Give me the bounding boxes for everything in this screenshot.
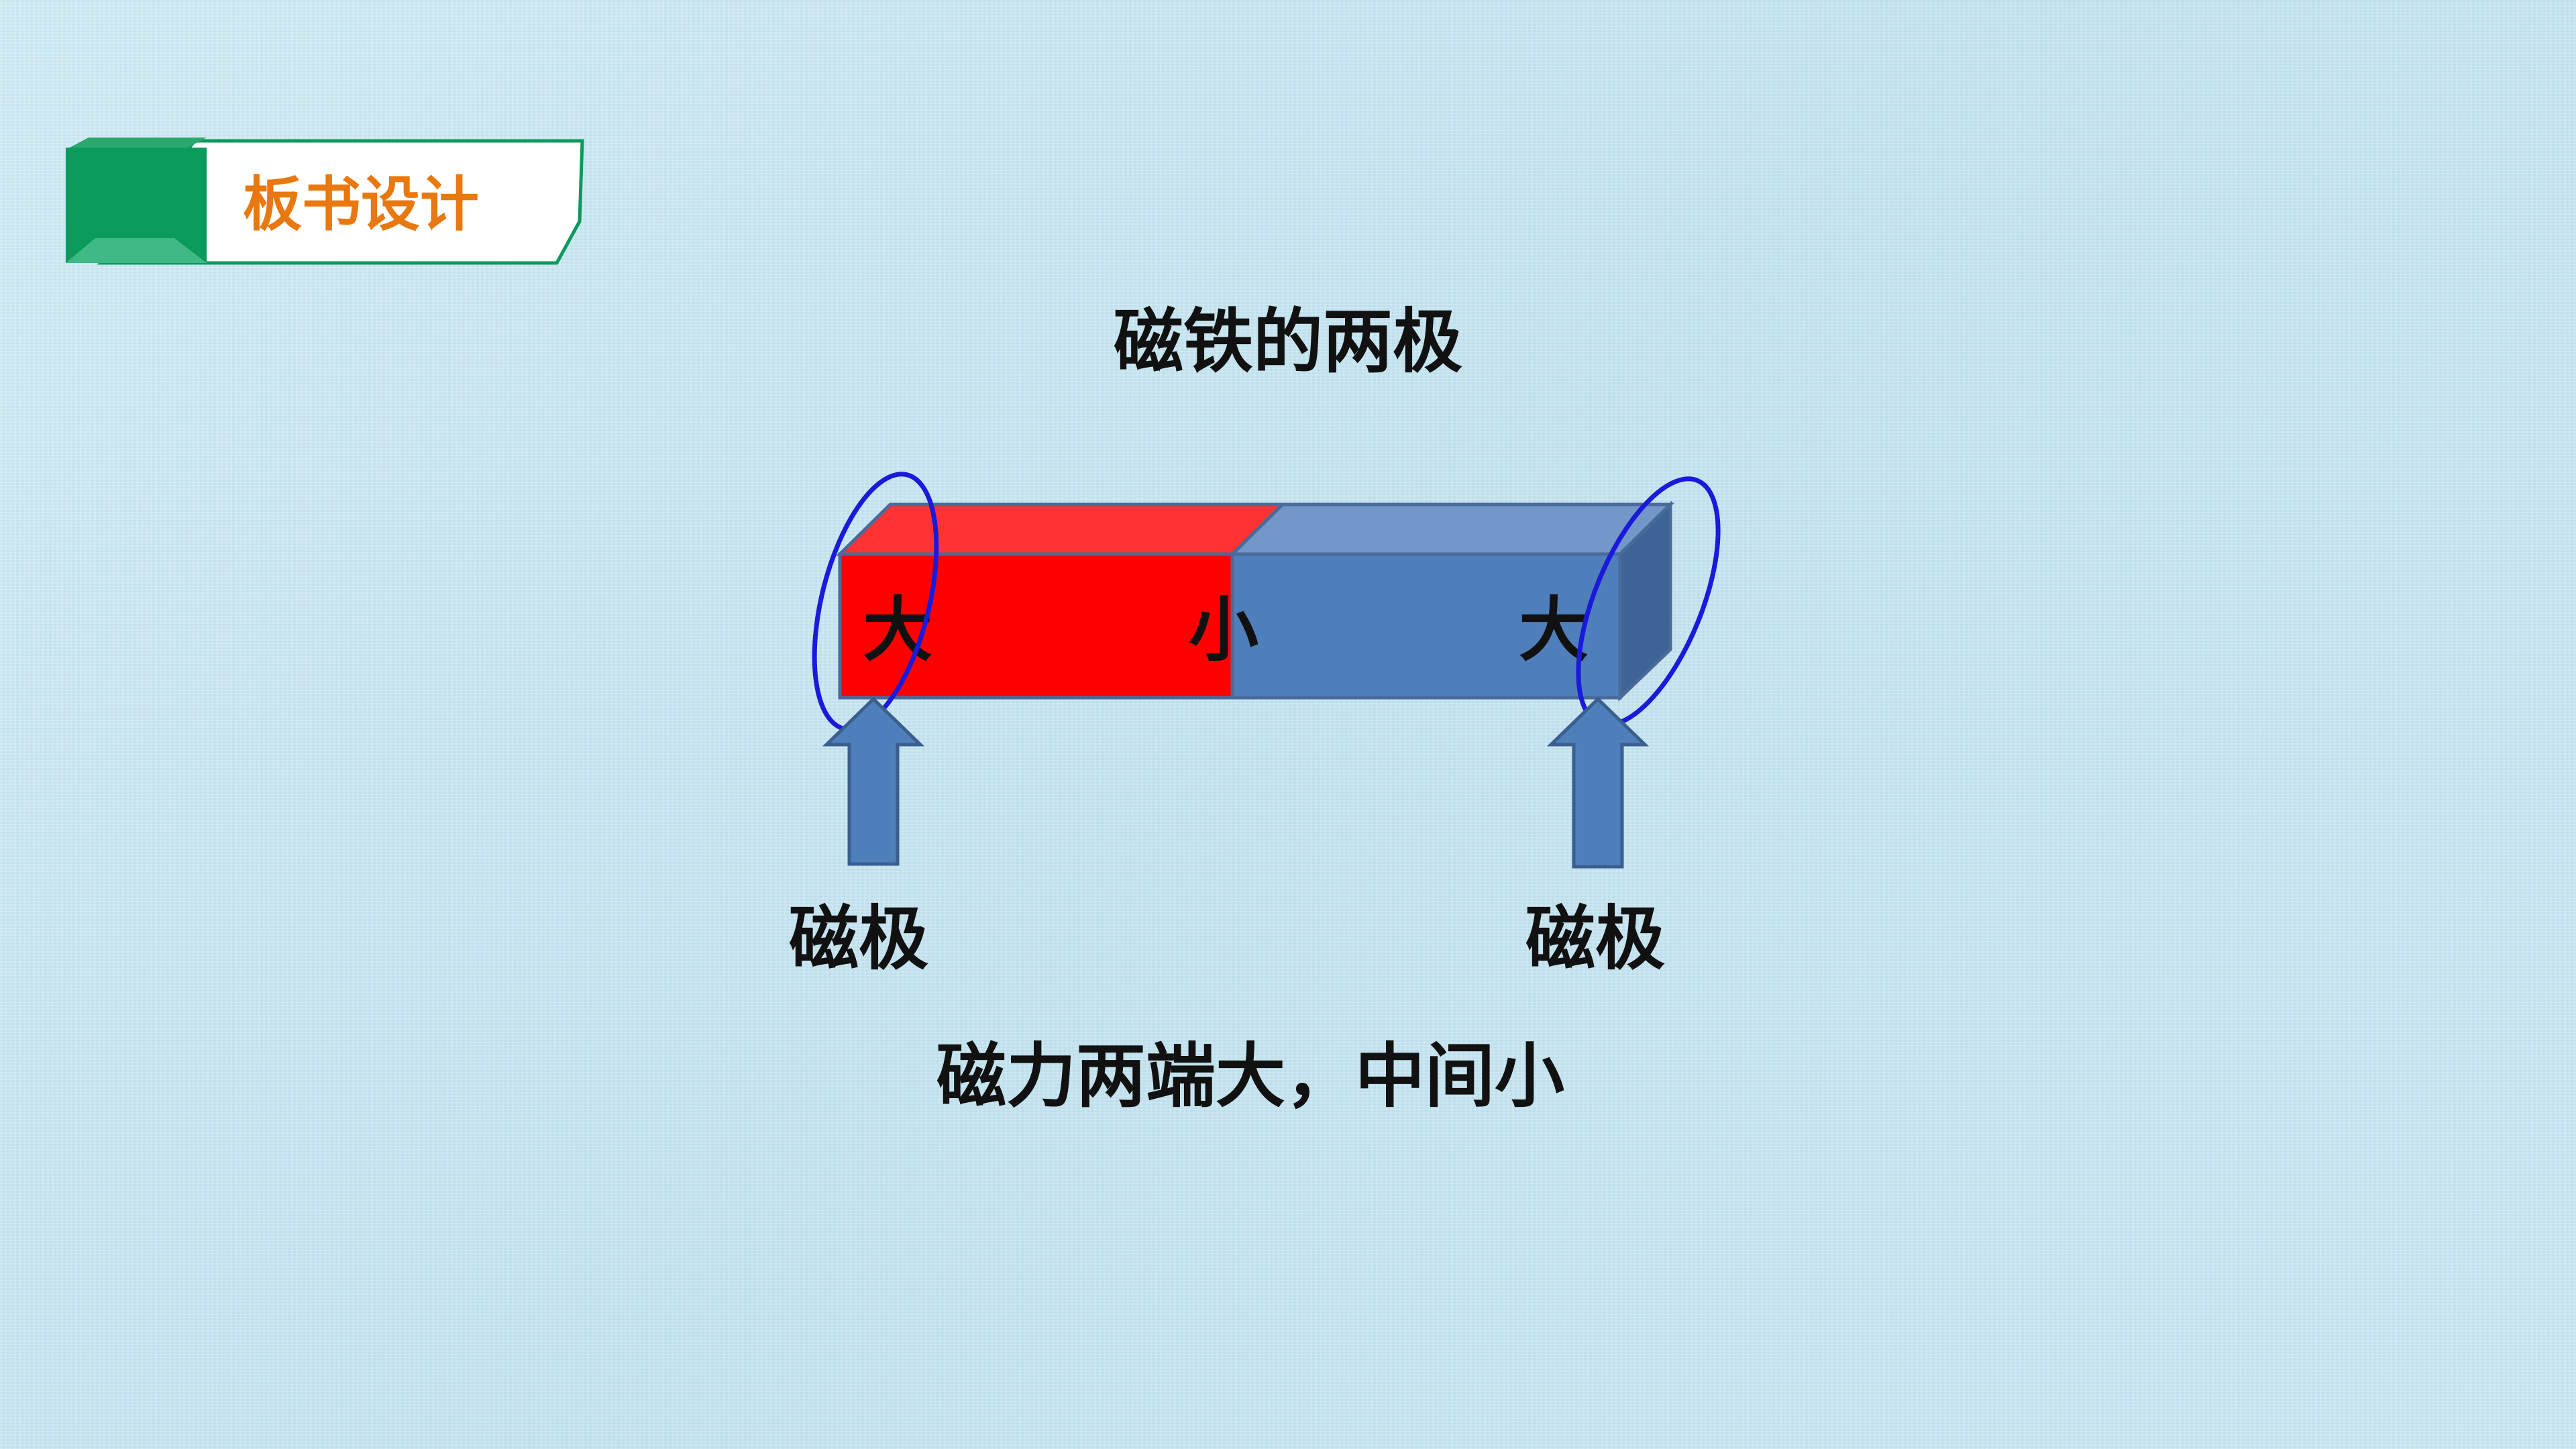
arrow-up-right (1546, 696, 1650, 869)
magnet-top-blue (1228, 502, 1675, 556)
magnet-top-red (835, 502, 1287, 556)
section-tab-label: 板书设计 (243, 170, 479, 239)
magnet-front-blue (1230, 552, 1622, 700)
bar-magnet: 大 小 大 (835, 500, 1675, 702)
section-tab-block-top (67, 138, 207, 149)
diagram-title: 磁铁的两极 (1114, 301, 1462, 382)
section-tab: 板书设计 (66, 138, 584, 265)
magnet-label-left-end: 大 (863, 589, 932, 671)
arrow-up-left (822, 696, 925, 866)
pole-label-right: 磁极 (1525, 898, 1665, 979)
magnet-label-middle: 小 (1189, 589, 1258, 671)
pole-label-left: 磁极 (789, 898, 928, 979)
conclusion-text: 磁力两端大，中间小 (936, 1035, 1564, 1117)
section-tab-block-bottom (66, 238, 207, 263)
